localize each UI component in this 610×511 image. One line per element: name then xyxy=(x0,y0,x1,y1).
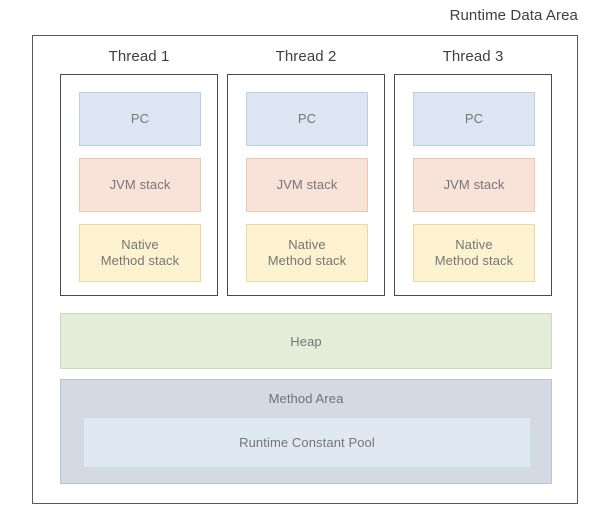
native-method-stack-box-2: Native Method stack xyxy=(246,224,368,282)
thread-box-2: PC JVM stack Native Method stack xyxy=(227,74,385,296)
native-method-stack-line2-3: Method stack xyxy=(434,253,514,268)
thread-group-2: Thread 2 PC JVM stack Native Method stac… xyxy=(227,48,385,296)
thread-regions-2: PC JVM stack Native Method stack xyxy=(246,92,368,282)
native-method-stack-line2-2: Method stack xyxy=(267,253,347,268)
threads-row: Thread 1 PC JVM stack Native Method stac… xyxy=(60,48,552,296)
pc-register-box-2: PC xyxy=(246,92,368,146)
native-method-stack-line1-3: Native xyxy=(455,236,493,252)
page-title: Runtime Data Area xyxy=(449,7,578,24)
thread-box-1: PC JVM stack Native Method stack xyxy=(60,74,218,296)
thread-title-2: Thread 2 xyxy=(275,48,337,65)
native-method-stack-line1-1: Native xyxy=(121,236,159,252)
runtime-data-area-frame: Thread 1 PC JVM stack Native Method stac… xyxy=(32,35,578,504)
thread-regions-1: PC JVM stack Native Method stack xyxy=(79,92,201,282)
thread-group-1: Thread 1 PC JVM stack Native Method stac… xyxy=(60,48,218,296)
jvm-stack-box-1: JVM stack xyxy=(79,158,201,212)
native-method-stack-box-3: Native Method stack xyxy=(413,224,535,282)
thread-title-1: Thread 1 xyxy=(108,48,170,65)
runtime-constant-pool-box: Runtime Constant Pool xyxy=(83,417,531,468)
heap-box: Heap xyxy=(60,313,552,369)
native-method-stack-line2-1: Method stack xyxy=(100,253,180,268)
native-method-stack-box-1: Native Method stack xyxy=(79,224,201,282)
method-area-label: Method Area xyxy=(268,391,344,406)
pc-register-box-3: PC xyxy=(413,92,535,146)
jvm-stack-box-3: JVM stack xyxy=(413,158,535,212)
thread-group-3: Thread 3 PC JVM stack Native Method stac… xyxy=(394,48,552,296)
method-area-box: Method Area Runtime Constant Pool xyxy=(60,379,552,484)
pc-register-box-1: PC xyxy=(79,92,201,146)
jvm-stack-box-2: JVM stack xyxy=(246,158,368,212)
thread-regions-3: PC JVM stack Native Method stack xyxy=(413,92,535,282)
thread-box-3: PC JVM stack Native Method stack xyxy=(394,74,552,296)
thread-title-3: Thread 3 xyxy=(442,48,504,65)
native-method-stack-line1-2: Native xyxy=(288,236,326,252)
